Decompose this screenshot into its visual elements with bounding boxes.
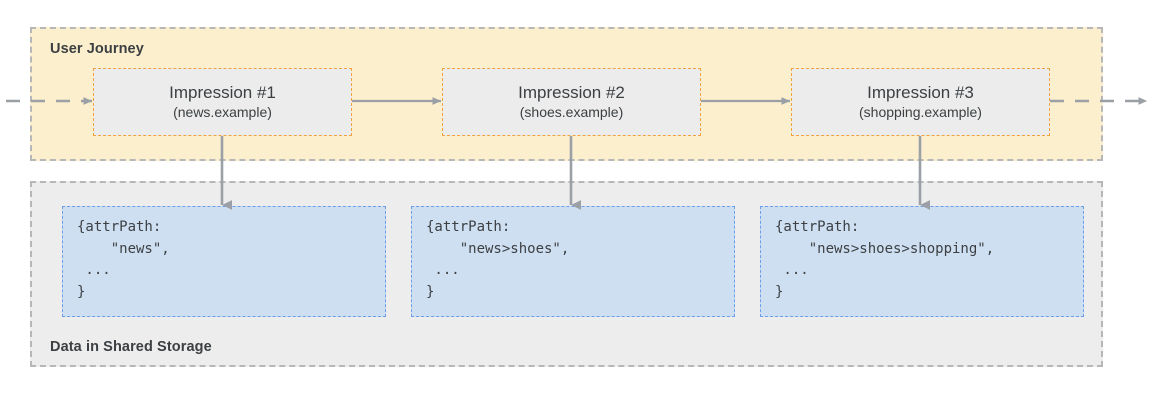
impression-box-1: Impression #1 (news.example) bbox=[93, 68, 352, 136]
impression-3-title: Impression #3 bbox=[867, 83, 974, 103]
impression-box-3: Impression #3 (shopping.example) bbox=[791, 68, 1050, 136]
shared-storage-entry-1-code: {attrPath: "news", ... } bbox=[77, 219, 170, 301]
impression-1-title: Impression #1 bbox=[169, 83, 276, 103]
shared-storage-entry-2-code: {attrPath: "news>shoes", ... } bbox=[426, 219, 570, 301]
impression-box-2: Impression #2 (shoes.example) bbox=[442, 68, 701, 136]
user-journey-panel-title: User Journey bbox=[50, 41, 144, 57]
shared-storage-entry-3: {attrPath: "news>shoes>shopping", ... } bbox=[760, 206, 1084, 317]
shared-storage-entry-3-code: {attrPath: "news>shoes>shopping", ... } bbox=[775, 219, 995, 301]
impression-1-site: (news.example) bbox=[173, 103, 272, 120]
shared-storage-panel-title: Data in Shared Storage bbox=[50, 339, 212, 355]
impression-2-site: (shoes.example) bbox=[519, 103, 624, 120]
shared-storage-entry-1: {attrPath: "news", ... } bbox=[62, 206, 386, 317]
shared-storage-entry-2: {attrPath: "news>shoes", ... } bbox=[411, 206, 735, 317]
impression-3-site: (shopping.example) bbox=[859, 103, 982, 120]
impression-2-title: Impression #2 bbox=[518, 83, 625, 103]
